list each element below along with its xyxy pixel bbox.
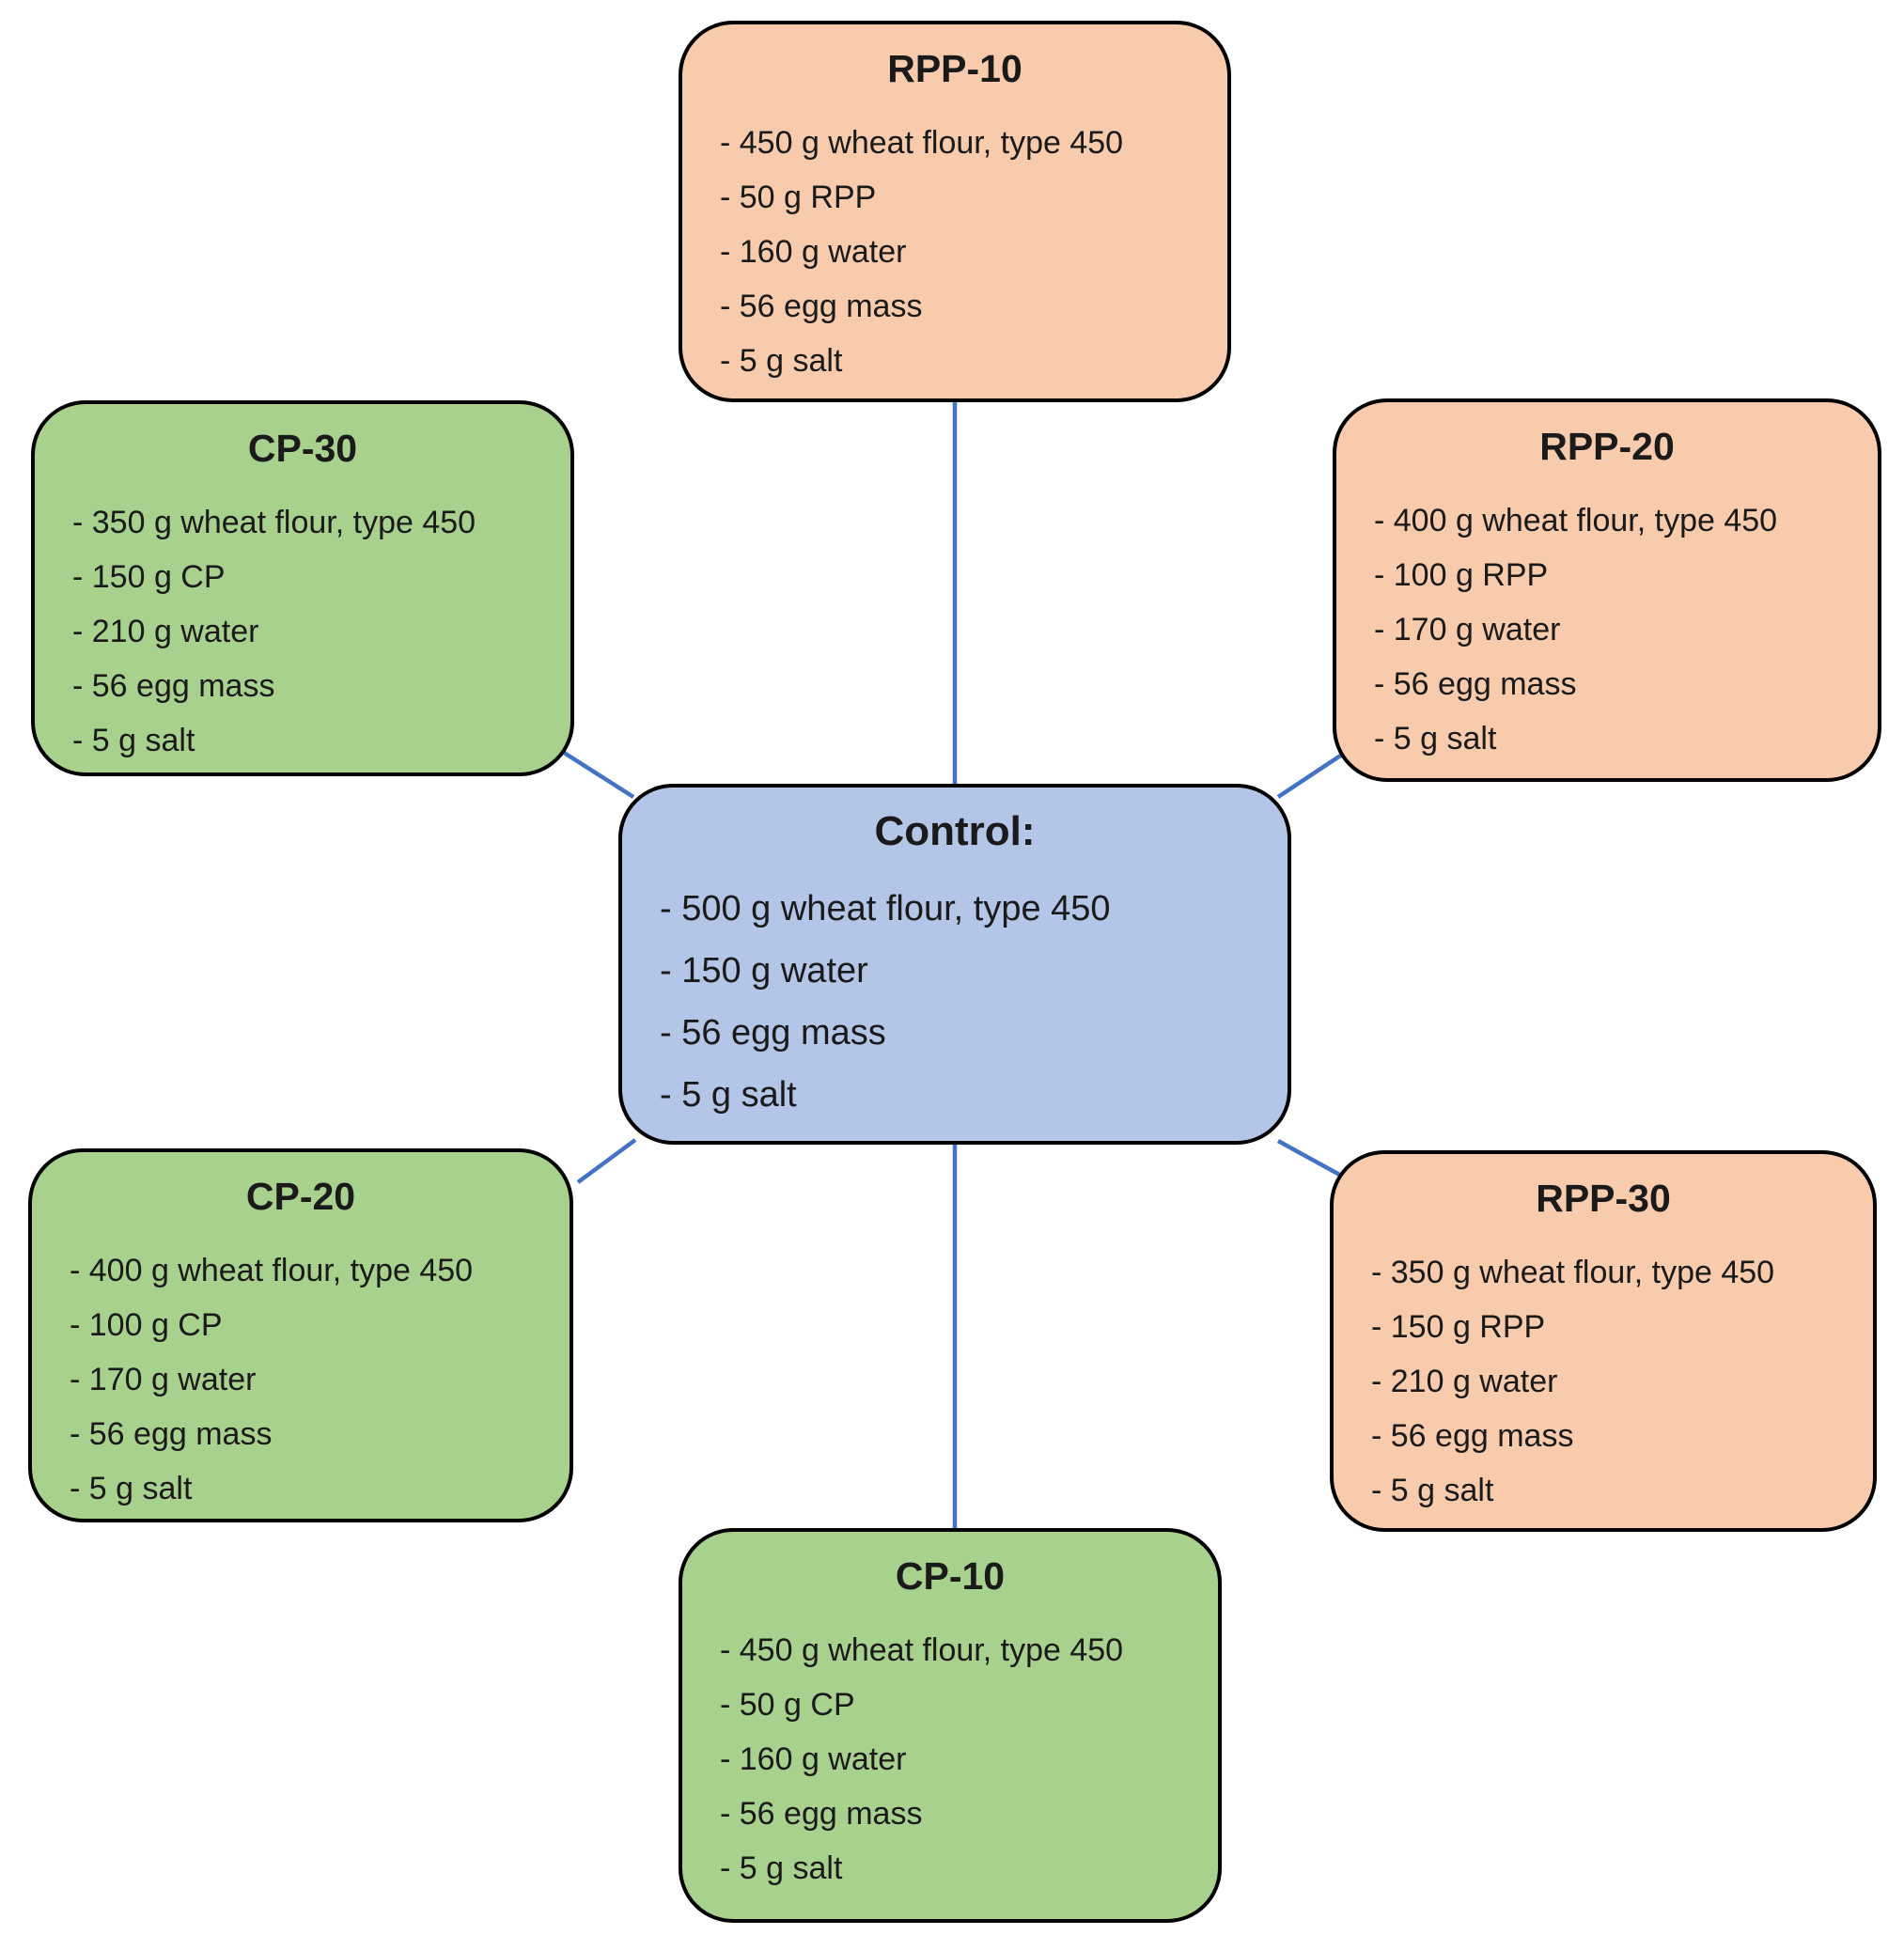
- ingredient-list: - 350 g wheat flour, type 450 - 150 g RPP…: [1334, 1221, 1873, 1518]
- node-control: Control: - 500 g wheat flour, type 450- …: [618, 784, 1291, 1145]
- ingredient-list: - 350 g wheat flour, type 450 - 150 g CP -…: [35, 471, 570, 768]
- ingredient-line: - 5 g salt: [72, 723, 195, 758]
- ingredient-line: - 56 egg mass: [720, 1796, 923, 1832]
- ingredient-line: - 56 egg mass: [70, 1416, 273, 1452]
- ingredient-list: - 450 g wheat flour, type 450 - 50 g RPP -…: [682, 91, 1227, 388]
- ingredient-line: - 56 egg mass: [720, 289, 923, 324]
- ingredient-line: - 450 g wheat flour, type 450: [720, 125, 1124, 161]
- ingredient-line: - 160 g water: [720, 234, 907, 270]
- node-rpp-20: RPP-20 - 400 g wheat flour, type 450 - 10…: [1333, 398, 1881, 782]
- connector-control-cp20: [576, 1138, 637, 1184]
- ingredient-line: - 150 g CP: [72, 559, 226, 595]
- node-rpp-30: RPP-30 - 350 g wheat flour, type 450 - 15…: [1330, 1150, 1877, 1532]
- node-title: CP-30: [247, 427, 358, 470]
- ingredient-line: - 5 g salt: [1371, 1473, 1494, 1508]
- ingredient-list: - 400 g wheat flour, type 450 - 100 g CP -…: [32, 1219, 570, 1516]
- ingredient-line: - 350 g wheat flour, type 450: [1371, 1255, 1775, 1290]
- ingredient-line: - 56 egg mass: [660, 1013, 886, 1053]
- ingredient-line: - 56 egg mass: [1371, 1418, 1574, 1454]
- node-rpp-10: RPP-10 - 450 g wheat flour, type 450 - 50…: [679, 21, 1231, 402]
- ingredient-line: - 170 g water: [70, 1362, 257, 1397]
- ingredient-line: - 170 g water: [1374, 612, 1561, 648]
- ingredient-line: - 100 g CP: [70, 1307, 223, 1343]
- ingredient-line: - 150 g water: [660, 951, 868, 991]
- ingredient-line: - 56 egg mass: [1374, 666, 1577, 702]
- node-title: RPP-30: [1536, 1177, 1671, 1220]
- ingredient-line: - 56 egg mass: [72, 668, 275, 704]
- ingredient-list: - 400 g wheat flour, type 450 - 100 g RPP…: [1336, 469, 1878, 766]
- node-title: CP-20: [245, 1175, 356, 1218]
- ingredient-line: - 5 g salt: [1374, 721, 1497, 757]
- ingredient-line: - 5 g salt: [720, 343, 843, 379]
- ingredient-line: - 210 g water: [72, 614, 259, 649]
- node-title: RPP-20: [1539, 425, 1675, 468]
- ingredient-line: - 450 g wheat flour, type 450: [720, 1632, 1124, 1668]
- connector-control-cp30: [556, 747, 635, 799]
- ingredient-line: - 50 g RPP: [720, 179, 877, 215]
- node-cp-30: CP-30 - 350 g wheat flour, type 450 - 150…: [31, 400, 574, 776]
- ingredient-line: - 5 g salt: [70, 1471, 193, 1506]
- ingredient-line: - 5 g salt: [720, 1850, 843, 1886]
- ingredient-line: - 50 g CP: [720, 1687, 855, 1723]
- ingredient-line: - 210 g water: [1371, 1364, 1558, 1399]
- ingredient-line: - 150 g RPP: [1371, 1309, 1546, 1345]
- node-title: RPP-10: [887, 47, 1022, 90]
- ingredient-line: - 5 g salt: [660, 1075, 797, 1115]
- ingredient-line: - 160 g water: [720, 1741, 907, 1777]
- ingredient-list: - 450 g wheat flour, type 450 - 50 g CP - …: [682, 1599, 1218, 1896]
- node-cp-10: CP-10 - 450 g wheat flour, type 450 - 50 …: [679, 1528, 1222, 1923]
- node-cp-20: CP-20 - 400 g wheat flour, type 450 - 100…: [28, 1148, 573, 1522]
- ingredient-line: - 400 g wheat flour, type 450: [70, 1253, 474, 1288]
- ingredient-line: - 350 g wheat flour, type 450: [72, 505, 476, 540]
- ingredient-line: - 500 g wheat flour, type 450: [660, 889, 1111, 928]
- node-title: CP-10: [895, 1554, 1006, 1598]
- ingredient-line: - 100 g RPP: [1374, 557, 1549, 593]
- node-title: Control:: [874, 808, 1036, 854]
- ingredient-list: - 500 g wheat flour, type 450 - 150 g wat…: [622, 855, 1288, 1126]
- ingredient-line: - 400 g wheat flour, type 450: [1374, 503, 1778, 538]
